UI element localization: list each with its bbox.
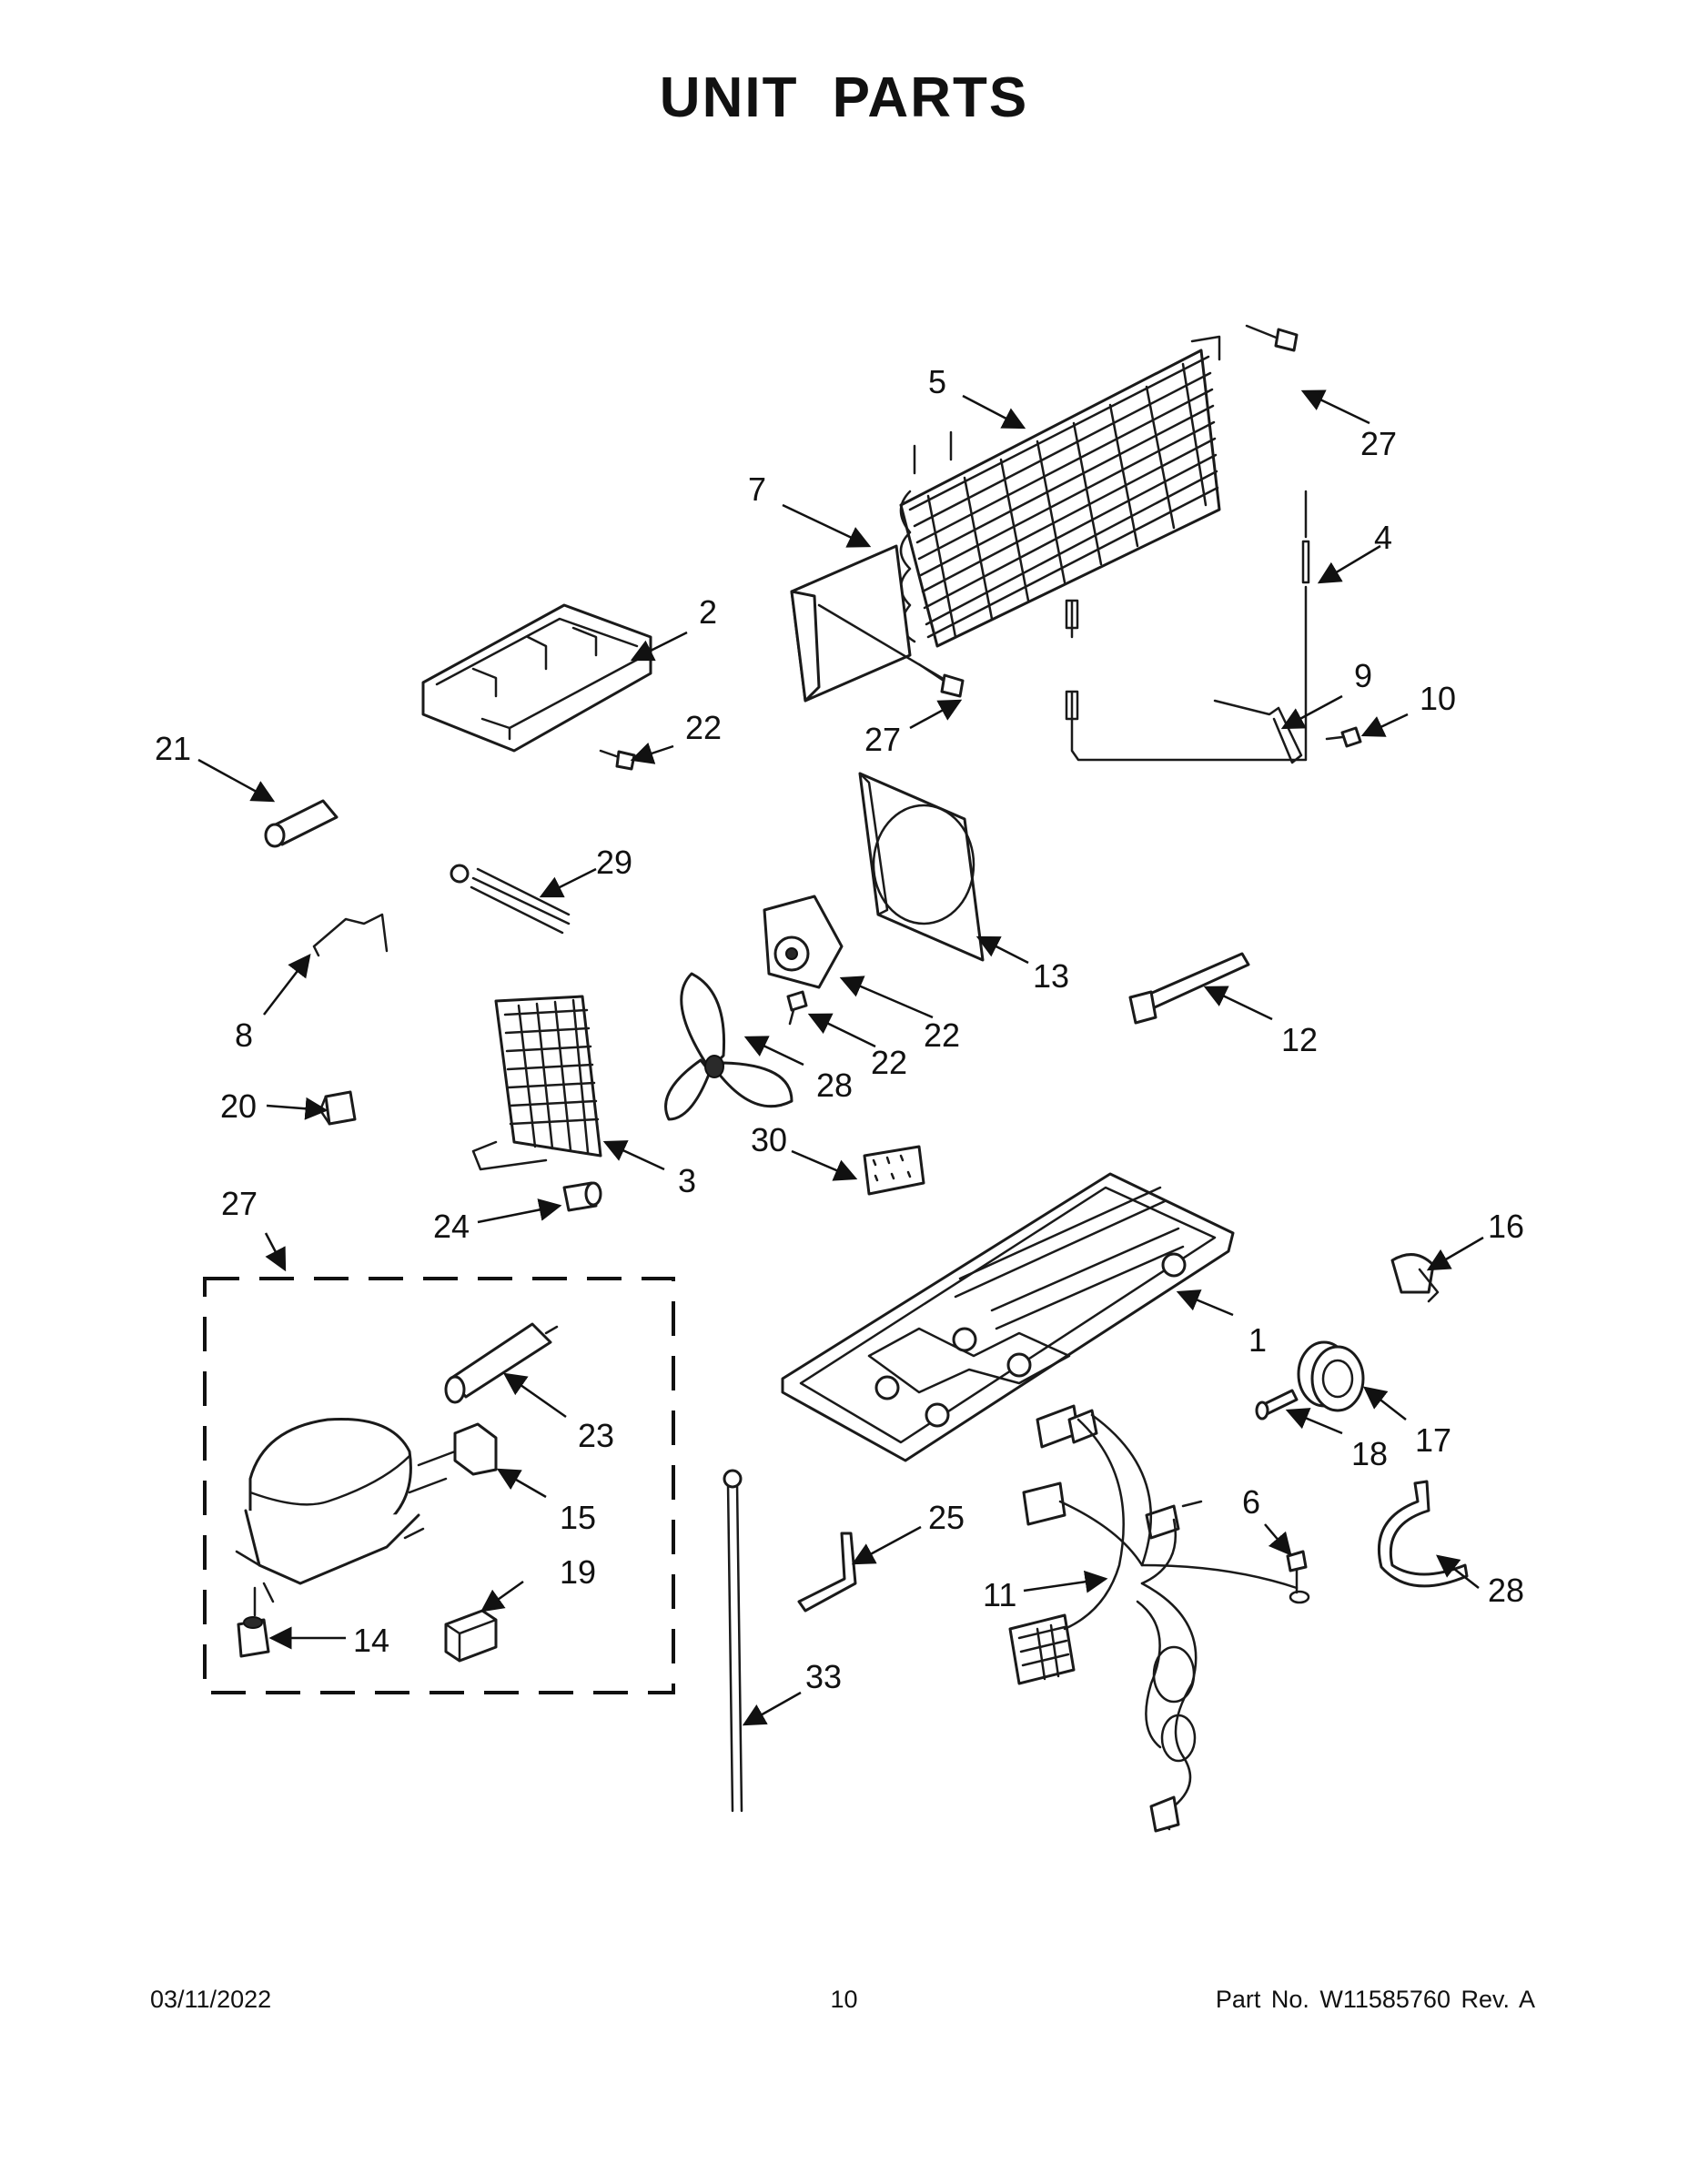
callout-12: 12	[1281, 1021, 1318, 1058]
screw-22-lower	[786, 990, 808, 1026]
capacitor-19	[444, 1609, 498, 1663]
callout-21: 21	[155, 730, 191, 767]
screw-27-lower	[917, 662, 965, 698]
screw-10	[1325, 726, 1362, 748]
compressor	[235, 1417, 448, 1603]
callout-15: 15	[560, 1499, 596, 1536]
drip-trough	[790, 544, 944, 703]
fan-shroud	[858, 772, 985, 962]
callout-32: 30	[751, 1121, 787, 1158]
callout-3: 3	[678, 1162, 696, 1199]
condenser	[471, 995, 602, 1171]
footer-date: 03/11/2022	[150, 1986, 272, 2013]
callout-11: 11	[983, 1576, 1016, 1613]
footer-page-number: 10	[830, 1986, 858, 2013]
callout-20: 20	[220, 1087, 257, 1125]
screw-22-upper	[599, 749, 636, 771]
callout-10: 10	[1420, 680, 1456, 717]
callout-18: 18	[1351, 1435, 1388, 1472]
ground-screw-6	[1286, 1550, 1310, 1604]
wire-harness	[1008, 1404, 1299, 1833]
part-28-group-box	[203, 1277, 675, 1694]
callout-13: 13	[1033, 957, 1069, 995]
evaporator-coil	[899, 335, 1221, 648]
callout-16: 16	[1488, 1208, 1524, 1245]
callout-28: 27	[221, 1185, 258, 1222]
grommet-14	[237, 1586, 270, 1658]
roller-17	[1297, 1340, 1365, 1412]
screw-27-upper	[1245, 324, 1299, 352]
base-plate	[781, 1172, 1235, 1462]
cable-tie	[1128, 952, 1250, 1025]
callout-22-upper: 22	[685, 709, 722, 746]
defrost-sensor	[1065, 490, 1310, 762]
callout-14: 14	[353, 1622, 389, 1659]
filter-drier	[444, 1322, 559, 1404]
fan-motor	[763, 895, 844, 989]
callout-5: 5	[928, 363, 946, 400]
page-title: UNIT PARTS	[659, 66, 1029, 129]
footer-part-number: Part No. W11585760 Rev. A	[1215, 1986, 1535, 2013]
clamp-16	[1390, 1253, 1440, 1303]
callout-8: 8	[235, 1016, 253, 1054]
tube-30	[1377, 1480, 1469, 1588]
rod-33	[723, 1469, 743, 1813]
tube-21	[264, 799, 339, 848]
wire-bracket	[312, 913, 389, 957]
leader-lines	[197, 389, 1484, 1726]
sensor-clip	[1213, 699, 1303, 764]
drain-heater	[450, 864, 571, 935]
callout-27-lower: 27	[864, 721, 901, 758]
callout-2: 2	[699, 593, 717, 631]
callout-4: 4	[1374, 519, 1392, 556]
control-housing	[421, 603, 652, 753]
callout-17: 17	[1415, 1421, 1451, 1459]
pin-18	[1255, 1389, 1299, 1421]
relay-15	[417, 1422, 498, 1476]
part-25	[562, 1181, 602, 1212]
clip-20	[318, 1090, 357, 1126]
callout-6: 6	[1242, 1483, 1260, 1521]
callout-19: 19	[560, 1553, 596, 1591]
callout-23: 22	[924, 1016, 960, 1054]
callout-30: 28	[1488, 1572, 1524, 1609]
callout-9: 9	[1354, 657, 1372, 694]
pad-32	[863, 1145, 925, 1196]
callout-27-upper: 27	[1360, 425, 1397, 462]
callout-33: 33	[805, 1658, 842, 1695]
callout-24: 23	[578, 1417, 614, 1454]
callout-7: 7	[748, 470, 766, 508]
callout-29: 28	[816, 1067, 853, 1104]
callout-25: 24	[433, 1208, 470, 1245]
callout-1: 1	[1248, 1321, 1267, 1359]
callout-26: 25	[928, 1499, 965, 1536]
callout-31: 29	[596, 844, 632, 881]
callout-22-lower: 22	[871, 1044, 907, 1081]
callout-labels: 5 27 4 7 2 22 27 9 10 21 29 8 13 22 22 2…	[155, 363, 1524, 1695]
tube-26	[797, 1532, 857, 1613]
fan-blade	[664, 972, 793, 1121]
